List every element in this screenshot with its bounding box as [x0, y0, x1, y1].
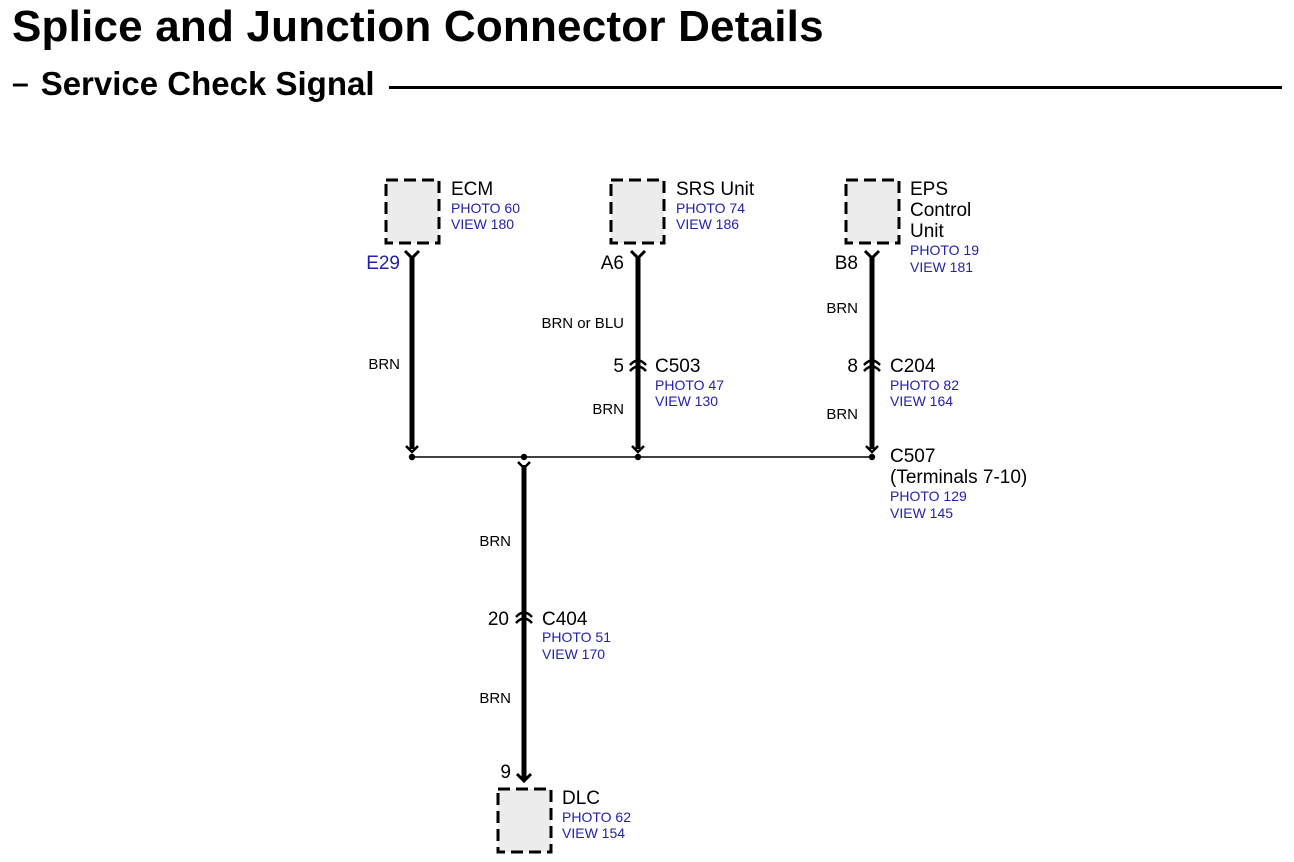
eps-name-line-3: Unit [910, 221, 945, 242]
c404-connector-symbol[interactable] [515, 611, 533, 624]
c507-view-ref[interactable]: VIEW 145 [890, 505, 953, 521]
c507-terminal-eps[interactable] [865, 445, 879, 461]
dlc-upper-wire-color: BRN [479, 533, 511, 550]
c404-pin-label: 20 [488, 609, 509, 630]
eps-pin-hook [863, 249, 881, 261]
srs-lower-wire-color: BRN [592, 401, 624, 418]
section-rule [388, 85, 1282, 89]
section-title: Service Check Signal [40, 65, 375, 102]
srs-unit-component-box[interactable] [609, 178, 666, 245]
c204-pin-label: 8 [847, 356, 858, 377]
c507-terminal-srs[interactable] [631, 445, 645, 461]
dlc-photo-ref[interactable]: PHOTO 62 [562, 809, 631, 825]
dlc-name: DLC [562, 788, 600, 809]
srs-pin-hook [629, 249, 647, 261]
ecm-wire-color: BRN [368, 356, 400, 373]
c204-connector-symbol[interactable] [863, 359, 881, 372]
page-title: Splice and Junction Connector Details [12, 2, 824, 51]
c404-name: C404 [542, 609, 588, 630]
section-header: – Service Check Signal [12, 64, 1282, 104]
c507-photo-ref[interactable]: PHOTO 129 [890, 488, 967, 504]
dlc-lower-wire-color: BRN [479, 690, 511, 707]
dlc-component-box[interactable] [496, 787, 553, 854]
eps-name-line-1: EPS [910, 179, 948, 200]
c507-name: C507 [890, 446, 935, 467]
c503-name: C503 [655, 356, 700, 377]
c404-view-ref[interactable]: VIEW 170 [542, 646, 605, 662]
c503-photo-ref[interactable]: PHOTO 47 [655, 377, 724, 393]
srs-unit-name: SRS Unit [676, 179, 755, 200]
srs-unit-view-ref[interactable]: VIEW 186 [676, 216, 739, 232]
eps-view-ref[interactable]: VIEW 181 [910, 259, 973, 275]
ecm-component-box[interactable] [384, 178, 441, 245]
eps-pin-label: B8 [835, 253, 858, 274]
eps-control-unit-component-box[interactable] [844, 178, 901, 245]
dlc-pin-label: 9 [500, 762, 511, 783]
c204-view-ref[interactable]: VIEW 164 [890, 393, 953, 409]
c503-connector-symbol[interactable] [629, 359, 647, 372]
srs-pin-label: A6 [601, 253, 624, 274]
c404-photo-ref[interactable]: PHOTO 51 [542, 629, 611, 645]
eps-name-line-2: Control [910, 200, 971, 221]
ecm-view-ref[interactable]: VIEW 180 [451, 216, 514, 232]
c204-photo-ref[interactable]: PHOTO 82 [890, 377, 959, 393]
eps-lower-wire-color: BRN [826, 406, 858, 423]
c503-pin-label: 5 [613, 356, 624, 377]
ecm-pin-hook [403, 249, 421, 261]
c507-terminals: (Terminals 7-10) [890, 467, 1027, 488]
section-dash: – [12, 67, 29, 100]
ecm-pin-label: E29 [366, 253, 400, 274]
ecm-photo-ref[interactable]: PHOTO 60 [451, 200, 520, 216]
c507-terminal-ecm[interactable] [405, 445, 419, 461]
ecm-name: ECM [451, 179, 493, 200]
dlc-pin-hook [515, 772, 533, 784]
c204-name: C204 [890, 356, 936, 377]
c503-view-ref[interactable]: VIEW 130 [655, 393, 718, 409]
dlc-view-ref[interactable]: VIEW 154 [562, 825, 625, 841]
eps-photo-ref[interactable]: PHOTO 19 [910, 242, 979, 258]
srs-unit-photo-ref[interactable]: PHOTO 74 [676, 200, 745, 216]
srs-upper-wire-color: BRN or BLU [541, 315, 624, 332]
eps-upper-wire-color: BRN [826, 300, 858, 317]
c507-terminal-dlc[interactable] [517, 453, 531, 470]
